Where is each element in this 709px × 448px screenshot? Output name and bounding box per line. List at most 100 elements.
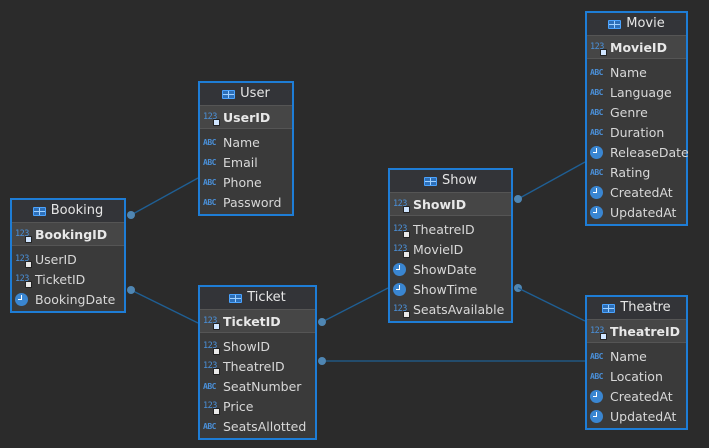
column-row[interactable]: UpdatedAt	[587, 406, 686, 426]
primary-key-name: MovieID	[610, 39, 667, 55]
primary-key-name: TicketID	[223, 313, 281, 329]
text-icon: ABC	[590, 87, 603, 97]
column-name: MovieID	[413, 241, 464, 257]
entity-header[interactable]: Show	[390, 170, 511, 193]
clock-icon	[393, 262, 406, 276]
column-name: SeatsAvailable	[413, 301, 505, 317]
table-icon	[222, 89, 236, 99]
column-name: UpdatedAt	[610, 204, 677, 220]
entity-header[interactable]: Booking	[12, 200, 124, 223]
column-name: Duration	[610, 124, 665, 140]
text-icon: ABC	[590, 351, 603, 361]
primary-key-name: ShowID	[413, 196, 467, 212]
entity-header[interactable]: Theatre	[587, 297, 686, 320]
text-icon: ABC	[203, 157, 216, 167]
column-row[interactable]: ShowTime	[390, 279, 511, 299]
number-fk-icon: 123	[203, 341, 220, 355]
column-row[interactable]: CreatedAt	[587, 386, 686, 406]
clock-icon	[590, 145, 603, 159]
column-row[interactable]: ReleaseDate	[587, 142, 689, 162]
text-icon: ABC	[203, 197, 216, 207]
column-name: Location	[610, 368, 663, 384]
clock-icon	[590, 205, 603, 219]
column-name: TheatreID	[223, 358, 285, 374]
table-icon	[602, 303, 616, 313]
entity-header[interactable]: User	[200, 83, 292, 106]
relationship-ticket-show[interactable]	[321, 287, 389, 323]
text-icon: ABC	[590, 67, 603, 77]
text-icon: ABC	[590, 107, 603, 117]
column-name: UserID	[35, 251, 77, 267]
column-name: Price	[223, 398, 254, 414]
text-icon: ABC	[590, 167, 603, 177]
relationship-show-theatre[interactable]	[517, 287, 586, 322]
column-row[interactable]: ShowDate	[390, 259, 511, 279]
clock-icon	[590, 409, 603, 423]
primary-key-name: TheatreID	[610, 323, 680, 339]
number-key-icon: 123	[590, 42, 607, 56]
entity-header[interactable]: Ticket	[200, 287, 315, 310]
number-key-icon: 123	[15, 229, 32, 243]
column-name: Phone	[223, 174, 262, 190]
clock-icon	[15, 292, 28, 306]
number-fk-icon: 123	[393, 224, 410, 238]
relationship-booking-ticket[interactable]	[130, 289, 199, 324]
number-icon: 123	[393, 304, 410, 318]
number-key-icon: 123	[203, 316, 220, 330]
relationship-endpoint[interactable]	[318, 318, 326, 326]
relationship-endpoint[interactable]	[318, 357, 326, 365]
column-row[interactable]: CreatedAt	[587, 182, 686, 202]
column-name: BookingDate	[35, 291, 116, 307]
relationship-endpoint[interactable]	[514, 195, 522, 203]
relationship-endpoint[interactable]	[127, 211, 135, 219]
column-name: TheatreID	[413, 221, 475, 237]
column-name: TicketID	[35, 271, 86, 287]
column-row[interactable]: UpdatedAt	[587, 202, 686, 222]
relationship-endpoint[interactable]	[127, 286, 135, 294]
relationship-show-movie[interactable]	[517, 161, 586, 200]
column-row[interactable]: BookingDate	[12, 289, 124, 309]
column-name: ReleaseDate	[610, 144, 689, 160]
relationship-booking-user[interactable]	[130, 177, 199, 216]
entity-header[interactable]: Movie	[587, 13, 686, 36]
table-icon	[423, 176, 437, 186]
entity-title: Theatre	[620, 300, 671, 315]
